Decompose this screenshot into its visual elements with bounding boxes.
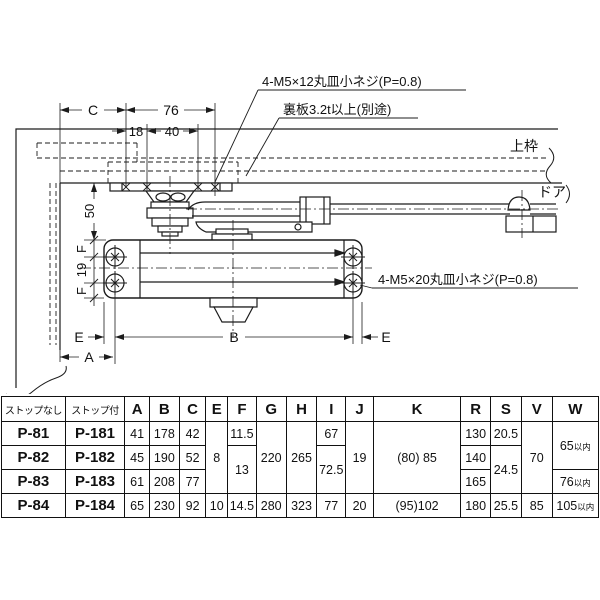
annotation-back-plate: 裏板3.2t以上(別途) [283,102,391,117]
value-e-merged: 8 [205,421,229,494]
col-header-w: W [551,396,600,422]
value-j-merged: 19 [345,421,374,494]
value-a: 41 [124,421,150,446]
label-pad [87,200,101,222]
value-r: 165 [460,469,492,494]
table-row-p82: P-82 P-182 45 190 52 13 72.5 140 24.5 [1,445,599,494]
value-v-merged: 70 [520,421,553,494]
col-header-c: C [178,396,207,422]
value-r: 140 [460,445,492,470]
annotation-top-screw: 4-M5×12丸皿小ネジ(P=0.8) [262,74,422,89]
col-header-stop: ストップ付 [64,396,126,422]
col-header-b: B [148,396,180,422]
dim-f-top: F [74,245,89,253]
value-g-merged: 220 [255,421,287,494]
value-v: 85 [520,493,553,518]
model-no-stop: P-81 [1,421,66,446]
dim-50: 50 [82,204,97,218]
value-k: (95)102 [372,493,462,518]
dim-40: 40 [165,124,179,139]
dim-b: B [229,329,238,345]
dim-19: 19 [74,263,89,277]
annotation-labels: 4-M5×12丸皿小ネジ(P=0.8) 裏板3.2t以上(別途) 上枠 ドア 4… [262,74,566,287]
col-header-g: G [255,396,287,422]
model-stop: P-184 [64,493,126,518]
value-b: 190 [148,445,180,470]
value-s-merged: 24.5 [490,445,522,494]
col-header-f: F [227,396,257,422]
value-w: 105以内 [551,493,600,518]
value-r: 180 [460,493,492,518]
table-row-p81: P-81 P-181 41 178 42 8 11.5 220 265 67 1… [1,421,600,494]
value-f: 11.5 [227,421,257,446]
value-w-merged: 65以内 [551,421,600,470]
value-c: 42 [178,421,207,446]
model-stop: P-183 [64,469,126,494]
value-b: 230 [148,493,180,518]
value-w: 76以内 [551,469,600,494]
value-c: 77 [178,469,207,494]
dim-18: 18 [129,124,143,139]
value-f-merged: 13 [227,445,257,494]
col-header-k: K [372,396,462,422]
dimension-arrows [60,107,371,360]
model-no-stop: P-83 [1,469,66,494]
value-g: 280 [255,493,287,518]
value-r: 130 [460,421,492,446]
dim-c: C [88,102,98,118]
table-row-p83: P-83 P-183 61 208 77 165 76以内 [1,469,600,494]
col-header-e: E [205,396,229,422]
body-screws [103,245,365,295]
col-header-s: S [490,396,522,422]
col-header-r: R [460,396,492,422]
model-no-stop: P-82 [1,445,66,470]
dim-a: A [84,349,94,365]
value-a: 45 [124,445,150,470]
value-a: 61 [124,469,150,494]
col-header-h: H [285,396,318,422]
value-e: 10 [205,493,229,518]
header-row: ストップなし ストップ付 A B C E F G H I J K R S V W [1,396,600,422]
value-i: 77 [316,493,347,518]
value-i: 67 [316,421,347,446]
installation-diagram: C 76 18 40 50 F 19 F E B E A 4-M5×12丸皿小ネ… [6,74,578,394]
value-s: 25.5 [490,493,522,518]
col-header-a: A [124,396,150,422]
value-j: 20 [345,493,374,518]
label-door: ドア [538,184,566,200]
label-top-frame: 上枠 [510,138,538,154]
value-f: 14.5 [227,493,257,518]
spec-table: ストップなし ストップ付 A B C E F G H I J K R S V W… [1,396,600,518]
value-h-merged: 265 [285,421,318,494]
dim-f-bottom: F [74,287,89,295]
table-row-p84: P-84 P-184 65 230 92 10 14.5 280 323 77 … [1,493,600,518]
dim-76: 76 [163,102,179,118]
value-c: 92 [178,493,207,518]
value-a: 65 [124,493,150,518]
col-header-v: V [520,396,553,422]
value-s: 20.5 [490,421,522,446]
model-stop: P-181 [64,421,126,446]
annotation-body-screw: 4-M5×20丸皿小ネジ(P=0.8) [378,272,538,287]
wall-and-frame [6,128,570,394]
value-h: 323 [285,493,318,518]
col-header-no-stop: ストップなし [1,396,66,422]
value-i-merged: 72.5 [316,445,347,494]
value-b: 208 [148,469,180,494]
annotation-leaders [214,89,578,289]
dim-e-right: E [381,329,390,345]
centerlines [80,176,560,338]
model-stop: P-182 [64,445,126,470]
model-no-stop: P-84 [1,493,66,518]
value-k-merged: (80) 85 [372,421,462,494]
col-header-j: J [345,396,374,422]
col-header-i: I [316,396,347,422]
value-b: 178 [148,421,180,446]
arm-assembly [187,196,557,242]
dim-e-left: E [74,329,83,345]
value-c: 52 [178,445,207,470]
dimension-labels: C 76 18 40 50 F 19 F E B E A [74,102,391,365]
